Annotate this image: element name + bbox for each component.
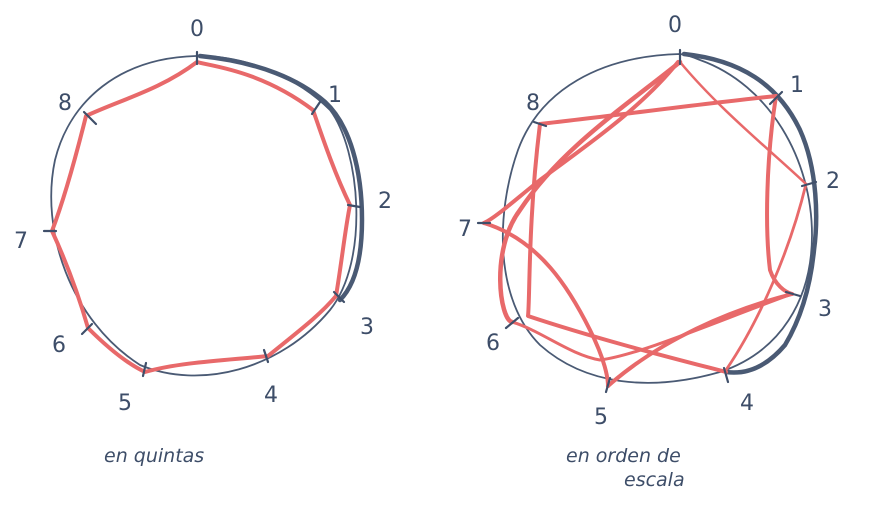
right-tick-8 (532, 120, 548, 128)
left-tick-5 (141, 361, 148, 378)
right-line-1-to-3 (765, 94, 794, 296)
right-label-0: 0 (668, 13, 682, 38)
left-label-7: 7 (14, 229, 28, 254)
left-label-2: 2 (378, 189, 392, 214)
right-tick-5 (604, 376, 612, 394)
right-label-7: 7 (458, 217, 472, 242)
left-label-4: 4 (264, 383, 278, 408)
right-label-5: 5 (594, 405, 608, 430)
right-tick-3 (784, 290, 802, 298)
right-circle (501, 53, 813, 384)
right-line-8-to-4 (526, 122, 728, 374)
left-label-1: 1 (328, 83, 342, 108)
right-thick-arc (681, 51, 819, 375)
left-thick-arc (197, 53, 365, 303)
right-line-0-to-2 (678, 60, 808, 186)
right-label-6: 6 (486, 331, 500, 356)
left-label-5: 5 (118, 391, 132, 416)
left-fifths-polygon (50, 60, 352, 374)
left-circle-diagram: 0 1 2 3 4 5 6 7 8 en quintas (14, 17, 392, 467)
left-tick-1 (310, 100, 322, 116)
right-tick-2 (800, 180, 818, 188)
left-circle (50, 55, 358, 377)
left-label-6: 6 (52, 333, 66, 358)
right-line-7-to-5 (482, 221, 610, 388)
right-label-2: 2 (826, 169, 840, 194)
right-tick-1 (768, 90, 784, 106)
right-line-0-to-5 (498, 59, 683, 325)
left-tick-4 (262, 348, 270, 364)
left-label-8: 8 (58, 91, 72, 116)
right-line-2-to-4 (724, 182, 808, 372)
right-circle-diagram: 0 1 2 3 4 5 6 7 8 en orden de escala (458, 13, 840, 491)
right-label-8: 8 (526, 91, 540, 116)
right-line-8-to-1 (538, 94, 778, 126)
right-line-3-to-5 (606, 292, 794, 388)
left-tick-6 (80, 322, 94, 336)
left-tick-8 (82, 110, 98, 126)
right-line-0-to-7 (482, 60, 680, 225)
right-line-3-to-6 (510, 292, 794, 362)
right-label-4: 4 (740, 391, 754, 416)
right-caption-line2: escala (624, 469, 685, 491)
left-label-3: 3 (360, 315, 374, 340)
left-tick-3 (332, 290, 346, 304)
right-tick-6 (504, 316, 520, 330)
right-label-1: 1 (790, 73, 804, 98)
right-caption-line1: en orden de (566, 445, 681, 467)
right-tick-4 (722, 366, 730, 384)
left-label-0: 0 (190, 17, 204, 42)
left-caption: en quintas (104, 445, 204, 467)
left-tick-2 (346, 203, 362, 209)
right-label-3: 3 (818, 297, 832, 322)
